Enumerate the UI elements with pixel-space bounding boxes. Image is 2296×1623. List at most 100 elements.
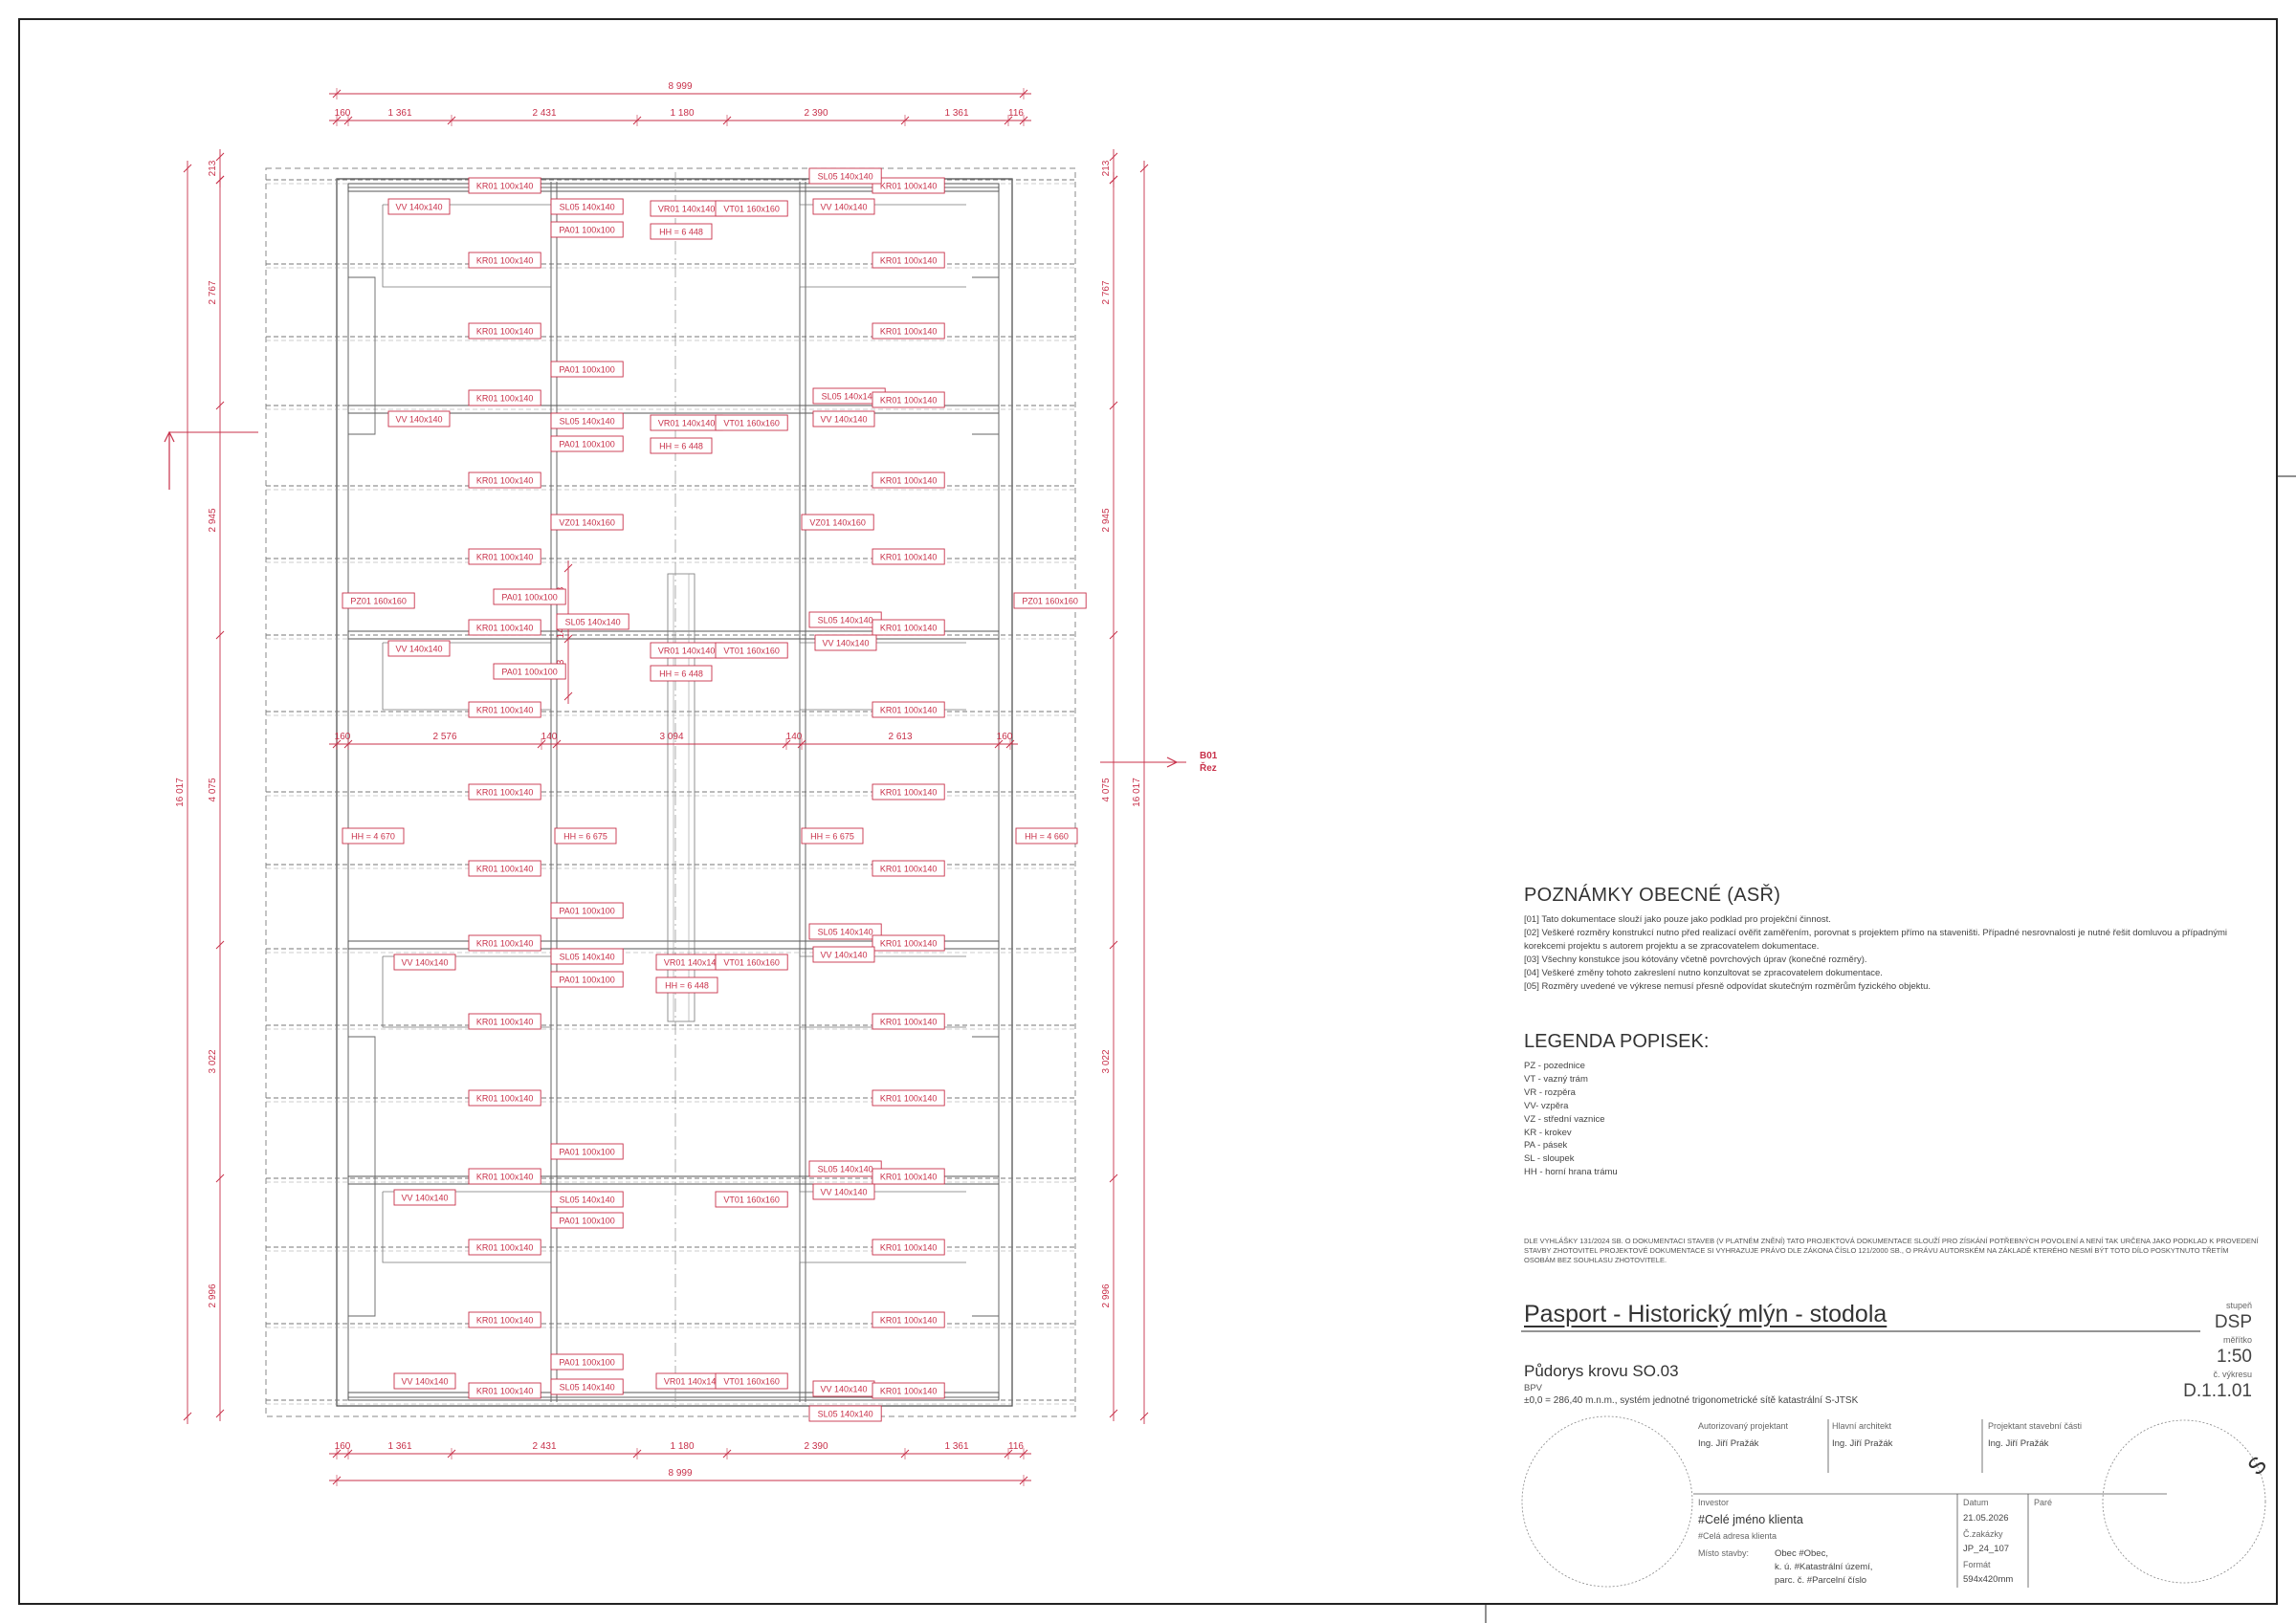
member-tag-text: KR01 100x140 <box>880 553 938 562</box>
member-tag-pa: PA01 100x100 <box>550 902 624 919</box>
member-tag-hh6448: HH = 6 448 <box>650 223 713 240</box>
order-value: JP_24_107 <box>1963 1544 2010 1554</box>
project-title: Pasport - Historický mlýn - stodola <box>1524 1301 1888 1327</box>
member-tag-box <box>468 701 541 718</box>
member-tag-kr: KR01 100x140 <box>468 1382 541 1399</box>
copies-label: Paré <box>2034 1498 2053 1507</box>
top-offset-right-tick <box>1109 152 1118 162</box>
member-tag-sl: SL05 140x140 <box>550 1191 624 1208</box>
member-tag-kr: KR01 100x140 <box>468 472 541 489</box>
legend-title: LEGENDA POPISEK: <box>1524 1031 1710 1052</box>
wall-jog <box>348 276 376 435</box>
member-tag-hh6448: HH = 6 448 <box>650 437 713 454</box>
member-tag-box <box>650 665 713 682</box>
member-tag-box <box>468 1382 541 1399</box>
scale-value: 1:50 <box>2217 1347 2252 1367</box>
member-tag-hh4660: HH = 4 660 <box>1015 827 1078 844</box>
right-bay-dims-tick <box>1109 401 1118 410</box>
investor-address: #Celá adresa klienta <box>1698 1531 1777 1541</box>
member-tag-text: PA01 100x100 <box>501 668 557 677</box>
member-tag-box <box>872 934 945 952</box>
member-tag-box <box>468 322 541 340</box>
member-tag-box <box>342 592 415 609</box>
member-tag-text: KR01 100x140 <box>476 624 534 633</box>
legend-item: HH - horní hrana trámu <box>1524 1167 1618 1178</box>
auth-designer-label: Autorizovaný projektant <box>1698 1421 1789 1431</box>
member-tag-box <box>550 1191 624 1208</box>
mid-dim-chain-label: 2 613 <box>888 732 912 742</box>
member-tag-text: VT01 160x160 <box>723 647 780 656</box>
member-tag-box <box>812 1183 875 1200</box>
member-tag-pz: PZ01 160x160 <box>342 592 415 609</box>
member-tag-text: HH = 4 660 <box>1025 832 1069 842</box>
top-dim-chain-label: 1 361 <box>387 108 411 119</box>
bottom-dim-chain-label: 2 431 <box>532 1441 556 1452</box>
member-tag-kr: KR01 100x140 <box>872 783 945 801</box>
member-tag-sl: SL05 140x140 <box>808 923 882 940</box>
member-tag-box <box>872 701 945 718</box>
site-municipality: Obec #Obec, <box>1775 1548 1828 1559</box>
member-tag-box <box>393 954 456 971</box>
right-bay-dims-tick <box>1109 1173 1118 1183</box>
member-tag-kr: KR01 100x140 <box>872 177 945 194</box>
member-tag-text: VV 140x140 <box>401 1377 448 1387</box>
left-bay-dims-label: 2 945 <box>208 508 218 532</box>
investor-label: Investor <box>1698 1498 1730 1507</box>
left-bay-dims-label: 2 996 <box>208 1283 218 1307</box>
member-tag-text: PA01 100x100 <box>559 226 614 235</box>
member-tag-box <box>493 588 566 605</box>
member-tag-text: PA01 100x100 <box>559 1358 614 1368</box>
member-tag-box <box>550 412 624 429</box>
member-tag-box <box>550 971 624 988</box>
investor-name: #Celé jméno klienta <box>1698 1513 1803 1526</box>
member-tag-pa: PA01 100x100 <box>550 435 624 452</box>
member-tag-text: SL05 140x140 <box>560 203 615 212</box>
part-designer-label: Projektant stavební části <box>1988 1421 2083 1431</box>
member-tag-text: SL05 140x140 <box>560 1383 615 1393</box>
north-arrow-icon: S <box>2243 1452 2272 1480</box>
member-tag-text: VV 140x140 <box>822 639 869 648</box>
right-outer-dim-label: 16 017 <box>1132 778 1142 807</box>
mid-dim-chain-label: 160 <box>335 732 351 742</box>
member-tag-text: KR01 100x140 <box>880 865 938 874</box>
member-tag-sl: SL05 140x140 <box>808 1160 882 1177</box>
top-offset-right-label: 213 <box>1101 160 1112 176</box>
top-offset-left-tick <box>215 175 225 185</box>
member-tag-box <box>872 783 945 801</box>
member-tag-text: PA01 100x100 <box>559 1148 614 1157</box>
legend-item: SL - sloupek <box>1524 1153 1575 1165</box>
member-tag-vt: VT01 160x160 <box>715 642 788 659</box>
right-outer-dim-tick <box>1139 1412 1149 1421</box>
legend-list: PZ - pozednice VT - vazný trám VR - rozp… <box>1524 1060 1618 1179</box>
member-tag-box <box>554 827 617 844</box>
member-tag-box <box>393 1372 456 1390</box>
member-tag-box <box>550 1353 624 1371</box>
member-tag-kr: KR01 100x140 <box>468 1013 541 1030</box>
strut-outline <box>382 1192 551 1263</box>
member-tag-text: SL05 140x140 <box>818 616 873 625</box>
member-tag-kr: KR01 100x140 <box>468 783 541 801</box>
member-tag-text: KR01 100x140 <box>476 394 534 404</box>
member-tag-kr: KR01 100x140 <box>468 389 541 406</box>
member-tag-text: VV 140x140 <box>820 1385 867 1394</box>
format-label: Formát <box>1963 1560 1991 1569</box>
member-tag-kr: KR01 100x140 <box>468 1239 541 1256</box>
member-tag-box <box>550 221 624 238</box>
member-tag-text: KR01 100x140 <box>476 182 534 191</box>
member-tag-text: KR01 100x140 <box>476 1018 534 1027</box>
member-tag-text: KR01 100x140 <box>880 256 938 266</box>
left-bay-dims-label: 4 075 <box>208 778 218 801</box>
wall-jog <box>972 1036 1000 1317</box>
member-tag-text: KR01 100x140 <box>476 706 534 715</box>
member-tag-box <box>468 1311 541 1328</box>
member-tag-text: VT01 160x160 <box>723 1377 780 1387</box>
bottom-dim-chain-label: 1 361 <box>944 1441 968 1452</box>
member-tag-text: KR01 100x140 <box>476 1173 534 1182</box>
member-tag-pa: PA01 100x100 <box>550 1143 624 1160</box>
member-tag-text: KR01 100x140 <box>476 256 534 266</box>
eave-outline <box>265 167 1076 1417</box>
member-tag-pa: PA01 100x100 <box>550 361 624 378</box>
member-tag-box <box>393 1189 456 1206</box>
member-tag-box <box>808 1405 882 1422</box>
